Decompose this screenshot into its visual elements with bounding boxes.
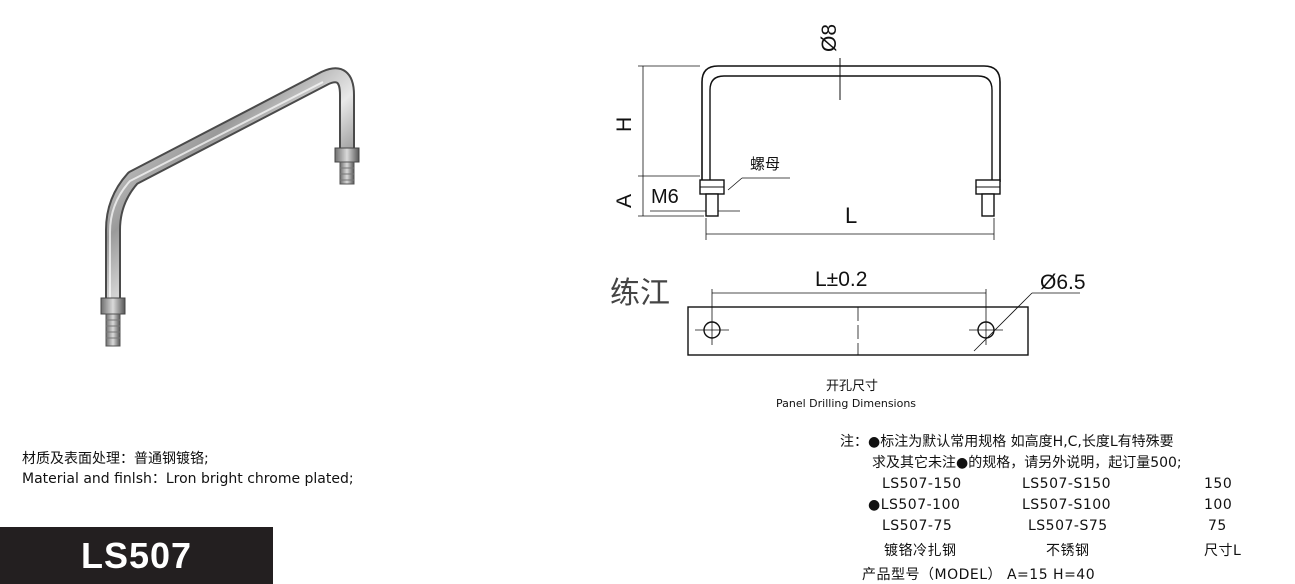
spec-row-1-steel: LS507-150: [882, 476, 962, 492]
spec-header-stainless: 不锈钢: [1046, 543, 1090, 559]
nut-label: 螺母: [750, 155, 781, 173]
spec-row-3-stainless: LS507-S75: [1028, 518, 1108, 534]
panel-drilling-drawing: [687, 289, 1080, 356]
dim-a-label: A: [613, 193, 636, 208]
dim-height-label: H: [613, 116, 636, 132]
spec-row-1-length: 150: [1204, 476, 1233, 492]
spec-header-steel: 镀铬冷扎钢: [884, 543, 957, 559]
dim-length-label: L: [845, 203, 858, 228]
dim-thread-label: M6: [651, 186, 679, 208]
model-badge: LS507: [0, 527, 273, 584]
product-photo: [100, 67, 360, 347]
spec-row-2-steel: ●LS507-100: [868, 497, 961, 513]
panel-caption-cn: 开孔尺寸: [826, 379, 879, 394]
spec-row-3-steel: LS507-75: [882, 518, 953, 534]
panel-hole-label: Ø6.5: [1040, 271, 1086, 294]
handle-technical-drawing: [638, 58, 1001, 240]
panel-tolerance-label: L±0.2: [815, 268, 868, 291]
spec-row-1-stainless: LS507-S150: [1022, 476, 1112, 492]
material-cn: 材质及表面处理：普通钢镀铬;: [22, 451, 209, 467]
note-line-1: 注：●标注为默认常用规格 如高度H,C,长度L有特殊要: [840, 434, 1174, 450]
spec-row-2-length: 100: [1204, 497, 1233, 513]
spec-footer: 产品型号（MODEL） A=15 H=40: [862, 567, 1096, 583]
note-line-2: 求及其它未注●的规格，请另外说明，起订量500;: [872, 455, 1182, 471]
watermark-text: 练江: [610, 276, 670, 311]
material-en: Material and finlsh：Lron bright chrome p…: [22, 471, 354, 487]
spec-row-3-length: 75: [1208, 518, 1227, 534]
panel-caption-en: Panel Drilling Dimensions: [776, 397, 917, 410]
spec-row-2-stainless: LS507-S100: [1022, 497, 1112, 513]
spec-header-length: 尺寸L: [1204, 543, 1242, 559]
dim-diameter-label: Ø8: [818, 23, 841, 52]
